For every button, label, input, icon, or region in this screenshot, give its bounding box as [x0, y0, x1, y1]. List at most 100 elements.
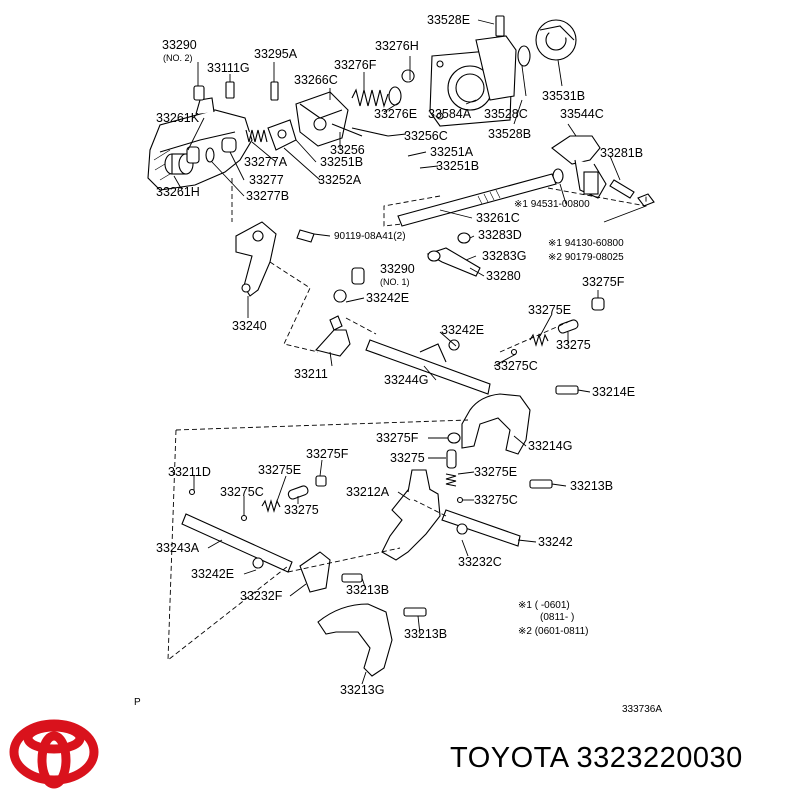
- leader-lines: [167, 19, 647, 685]
- label-33295A: 33295A: [254, 47, 298, 61]
- label-33283G: 33283G: [482, 249, 526, 263]
- pin-33256: [331, 123, 363, 137]
- ball-33275C-a: [510, 348, 518, 356]
- pin-33275: [557, 319, 579, 334]
- label-90179-08025: ※2 90179-08025: [548, 252, 624, 263]
- ring-33277B: [205, 147, 215, 163]
- fork-33214G: [461, 393, 531, 455]
- label-33275C-b: 33275C: [220, 485, 264, 499]
- label-33584A: 33584A: [428, 107, 472, 121]
- clip-33276H: [401, 69, 415, 83]
- part-labels: 33290 (NO. 2) 33111G 33295A 33276H 33528…: [134, 13, 662, 715]
- label-33290-no1: 33290: [380, 262, 415, 276]
- label-33242: 33242: [538, 535, 573, 549]
- pin-33275-b: [446, 449, 457, 469]
- label-33275-c: 33275: [284, 503, 319, 517]
- clip-33242E-a: [333, 289, 347, 303]
- label-33280: 33280: [486, 269, 521, 283]
- label-33243A: 33243A: [156, 541, 200, 555]
- label-33261C: 33261C: [476, 211, 520, 225]
- label-33232F: 33232F: [240, 589, 283, 603]
- pin-33275-c: [287, 485, 309, 500]
- label-33275F-a: 33275F: [582, 275, 625, 289]
- plug-33275F-a: [591, 297, 605, 311]
- label-33214E: 33214E: [592, 385, 635, 399]
- shaft-33244G: [365, 339, 491, 395]
- spring-33275E-c: [261, 499, 281, 513]
- shaft-33261C: [397, 173, 557, 227]
- plug-33283D: [457, 232, 471, 244]
- clip-33232C: [456, 523, 468, 535]
- bolt-33213B-a: [529, 479, 553, 489]
- spring-33276F: [351, 88, 389, 108]
- note-1-range-a: ※1 ( -0601): [518, 600, 570, 611]
- label-33528E: 33528E: [427, 13, 470, 27]
- label-33256: 33256: [330, 143, 365, 157]
- ball-33275C-b: [240, 514, 248, 522]
- label-33251B-a: 33251B: [320, 155, 363, 169]
- bolt-33213B-c: [403, 607, 427, 617]
- plug-33290-no2: [193, 85, 205, 101]
- label-33251B-b: 33251B: [436, 159, 479, 173]
- label-33277B: 33277B: [246, 189, 289, 203]
- screw-33295A: [270, 81, 279, 101]
- label-33544C: 33544C: [560, 107, 604, 121]
- label-33252A: 33252A: [318, 173, 362, 187]
- label-33275-b: 33275: [390, 451, 425, 465]
- shift-head-33211: [314, 315, 351, 357]
- label-94130-60800: ※1 94130-60800: [548, 238, 624, 249]
- label-33261H: 33261H: [156, 185, 200, 199]
- label-33214G: 33214G: [528, 439, 572, 453]
- note-1-range-b: (0811- ): [540, 612, 574, 623]
- label-33276F: 33276F: [334, 58, 377, 72]
- housing-33528C: [475, 35, 517, 101]
- label-33531B: 33531B: [542, 89, 585, 103]
- part-drawings: [147, 15, 655, 677]
- pin-33280: [426, 247, 481, 277]
- label-33528B: 33528B: [488, 127, 531, 141]
- bolt-90119: [296, 229, 315, 243]
- note-2-range: ※2 (0601-0811): [518, 626, 588, 637]
- plug-33290-no1: [351, 267, 365, 285]
- head-33232F: [299, 551, 331, 593]
- label-33275F-c: 33275F: [306, 447, 349, 461]
- label-33275-a: 33275: [556, 338, 591, 352]
- label-33213B-c: 33213B: [404, 627, 447, 641]
- plug-33275F-b: [447, 432, 461, 444]
- label-33290-no1-sub: (NO. 1): [380, 277, 410, 287]
- fork-33212A: [381, 469, 441, 561]
- label-33275C-c: 33275C: [474, 493, 518, 507]
- plug-33275F-c: [315, 475, 327, 487]
- label-33277: 33277: [249, 173, 284, 187]
- brand-caption: TOYOTA 3323220030: [450, 742, 743, 774]
- label-90119-08A41: 90119-08A41(2): [334, 231, 406, 242]
- label-33256C: 33256C: [404, 129, 448, 143]
- label-33275E-b: 33275E: [258, 463, 301, 477]
- label-33242E-c: 33242E: [191, 567, 234, 581]
- label-33283D: 33283D: [478, 228, 522, 242]
- pin-33256C: [351, 127, 389, 137]
- pin-33281B: [609, 179, 635, 199]
- inner-lever-33252A: [267, 119, 297, 151]
- label-33290-no2: 33290: [162, 38, 197, 52]
- label-33281B: 33281B: [600, 146, 643, 160]
- label-33211: 33211: [294, 367, 328, 381]
- ball-33275C-c: [456, 496, 464, 504]
- seal-33531B: [535, 19, 577, 61]
- label-33277A: 33277A: [244, 155, 288, 169]
- label-33528C: 33528C: [484, 107, 528, 121]
- spring-33277A: [245, 129, 268, 143]
- label-33242E-b: 33242E: [441, 323, 484, 337]
- label-33276E: 33276E: [374, 107, 417, 121]
- label-94531-00800: ※1 94531-00800: [514, 199, 590, 210]
- ball-33211D: [188, 488, 196, 496]
- label-33276H: 33276H: [375, 39, 419, 53]
- label-33232C: 33232C: [458, 555, 502, 569]
- bolt-33213B-b: [341, 573, 363, 583]
- collar-33261K: [186, 146, 200, 164]
- bolt-33528E: [495, 15, 505, 37]
- label-33275E-c: 33275E: [474, 465, 517, 479]
- toyota-logo-ellipses: [9, 719, 99, 789]
- fork-33213G: [317, 603, 393, 677]
- shaft-33242: [441, 509, 521, 547]
